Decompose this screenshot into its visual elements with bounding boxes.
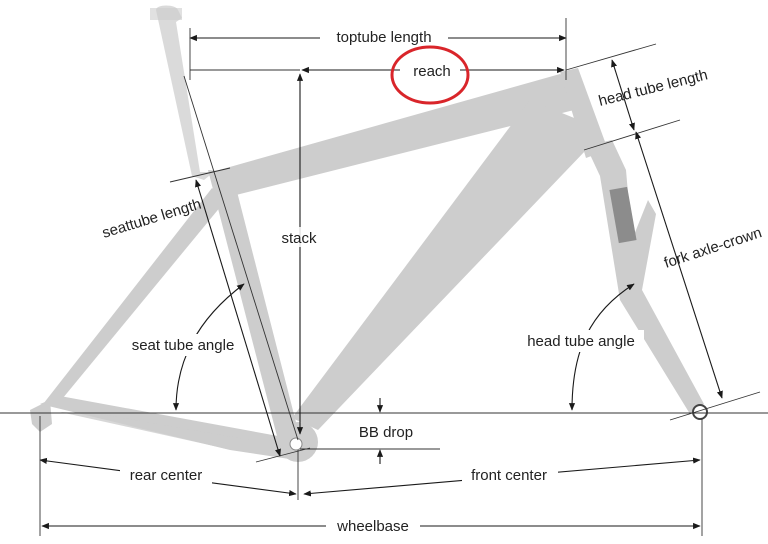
toptube-label-bg <box>320 26 448 48</box>
fork-ext-bottom <box>669 391 761 421</box>
reach-label-bg <box>400 58 460 82</box>
headtube-ext-top <box>565 43 657 71</box>
reach-highlight-circle <box>390 45 470 105</box>
front-axle <box>692 404 708 420</box>
seat-tube-angle-label: seat tube angle <box>132 337 235 354</box>
stack-label: stack <box>281 230 317 247</box>
head-tube <box>560 68 608 158</box>
head-tube-angle-label: head tube angle <box>527 333 635 350</box>
headtube-ext-bottom <box>583 119 681 151</box>
head-tube-length-label: head tube length <box>597 66 710 110</box>
bb-axle <box>289 437 303 451</box>
seatpost-clamp <box>150 8 182 20</box>
fork-axle-crown-line <box>635 131 723 399</box>
seat-tube-axis <box>183 75 299 441</box>
stack-label-bg <box>276 227 322 247</box>
toptube-length-label: toptube length <box>336 29 431 46</box>
reach-label: reach <box>413 63 451 80</box>
wheelbase-label-bg <box>326 515 420 537</box>
seat-stay <box>40 188 226 408</box>
down-tube <box>292 100 586 430</box>
rear-center-label: rear center <box>130 467 203 484</box>
head-tube-length-line <box>611 59 635 131</box>
top-tube <box>212 74 582 196</box>
front-center-label-bg <box>462 464 558 486</box>
seatpost <box>156 5 214 180</box>
fork <box>586 140 704 414</box>
rear-center-label-bg <box>120 464 212 486</box>
wheelbase-label: wheelbase <box>336 518 409 535</box>
seat-tube <box>208 170 300 440</box>
bb-drop-label: BB drop <box>359 424 413 441</box>
seat-tube-angle-label-bg <box>124 334 242 356</box>
rear-dropout <box>30 400 52 432</box>
fork-crown-insert <box>609 186 637 244</box>
seattube-ext-top <box>169 167 231 183</box>
fork-axle-crown-label: fork axle-crown <box>662 224 764 272</box>
front-center-label: front center <box>471 467 547 484</box>
head-tube-angle-label-bg <box>518 330 644 352</box>
